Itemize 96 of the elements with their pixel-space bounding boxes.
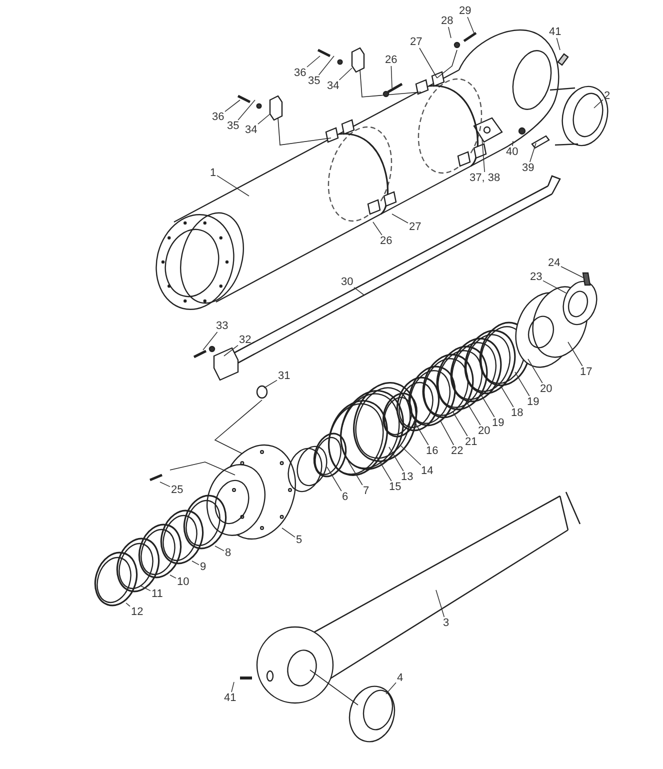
callout-number: 5	[295, 534, 304, 546]
leader-line	[318, 56, 334, 76]
callout-number: 1	[209, 167, 218, 179]
leader-line	[160, 482, 170, 488]
leader-line	[480, 392, 495, 418]
callout-number: 4	[396, 672, 404, 684]
callout-number: 23	[529, 271, 544, 283]
leader-line	[392, 214, 408, 224]
leader-line	[498, 382, 514, 408]
leader-line	[466, 400, 481, 426]
leader-line	[388, 446, 404, 472]
callout-number: 26	[384, 54, 398, 66]
leader-line	[326, 466, 342, 492]
leader-line	[216, 175, 250, 196]
callout-number: 18	[510, 407, 524, 419]
callout-number: 8	[224, 547, 232, 559]
callout-number: 35	[226, 120, 240, 132]
leader-line	[282, 528, 296, 538]
leader-line	[594, 99, 604, 108]
callout-number: 36	[293, 67, 308, 79]
callout-number: 9	[199, 561, 208, 573]
leader-line	[258, 114, 270, 124]
callout-number: 3	[442, 617, 450, 629]
leader-line	[440, 420, 454, 446]
callout-number: 28	[440, 15, 454, 27]
callout-number: 39	[521, 162, 536, 174]
callout-number: 41	[223, 692, 238, 704]
leader-line	[390, 66, 392, 88]
leader-line	[448, 26, 452, 38]
leader-line	[372, 222, 382, 236]
leader-line	[354, 287, 364, 296]
leader-line	[556, 38, 560, 50]
leader-line	[386, 682, 396, 694]
callout-number: 25	[170, 484, 184, 496]
callout-number: 6	[341, 491, 350, 503]
callout-number: 36	[211, 111, 226, 123]
callout-number: 11	[150, 588, 164, 600]
callout-number: 31	[277, 370, 292, 382]
leader-line	[348, 460, 363, 486]
leader-line	[224, 100, 240, 112]
callout-number: 13	[400, 471, 414, 483]
leader-line	[560, 266, 584, 278]
callout-number: 40	[505, 146, 520, 158]
leader-line	[400, 444, 422, 466]
leader-line	[528, 358, 543, 384]
leader-line	[126, 602, 130, 607]
callout-number: 20	[477, 425, 492, 437]
callout-number: 12	[130, 606, 144, 618]
callout-number: 37, 38	[468, 172, 502, 184]
callout-number: 32	[238, 334, 252, 346]
leader-line	[376, 456, 392, 482]
leader-line	[338, 68, 352, 80]
leader-line	[214, 546, 224, 552]
callout-number: 26	[379, 235, 394, 247]
leader-line	[436, 590, 445, 618]
leader-line	[542, 280, 566, 294]
leader-line	[512, 140, 514, 146]
leader-line	[452, 412, 468, 436]
leader-line	[568, 342, 583, 366]
callout-number: 14	[420, 465, 434, 477]
callout-number: 22	[450, 445, 464, 457]
callout-number: 29	[458, 5, 472, 17]
callout-number: 34	[326, 80, 340, 92]
callout-number: 24	[547, 257, 562, 269]
leader-line	[514, 372, 530, 396]
leader-line	[202, 332, 218, 350]
leader-line	[264, 380, 278, 388]
leader-line	[467, 16, 474, 34]
callout-number: 19	[491, 417, 506, 429]
callout-number: 20	[539, 383, 554, 395]
callout-number: 35	[307, 75, 322, 87]
leader-line	[192, 560, 200, 566]
callout-number: 15	[388, 481, 402, 493]
callout-number: 27	[408, 221, 422, 233]
leader-line	[482, 138, 485, 172]
callout-number: 7	[362, 485, 370, 497]
leader-line	[414, 420, 429, 446]
callout-number: 17	[579, 366, 594, 378]
leader-line	[231, 682, 234, 692]
callout-number: 30	[340, 276, 354, 288]
leader-line	[530, 142, 536, 162]
callout-number: 33	[215, 320, 230, 332]
callout-number: 41	[548, 26, 562, 38]
callout-number: 19	[526, 396, 540, 408]
callout-number: 2	[603, 90, 612, 102]
callout-number: 21	[464, 436, 478, 448]
leader-line	[306, 56, 320, 68]
callout-number: 34	[244, 124, 258, 136]
leader-line	[170, 574, 176, 579]
callout-number: 10	[176, 576, 190, 588]
leader-line	[224, 344, 238, 356]
callout-number: 16	[425, 445, 440, 457]
callout-number: 27	[409, 36, 424, 48]
leader-line	[140, 586, 151, 592]
leader-line	[419, 48, 438, 78]
leader-line	[238, 100, 256, 120]
